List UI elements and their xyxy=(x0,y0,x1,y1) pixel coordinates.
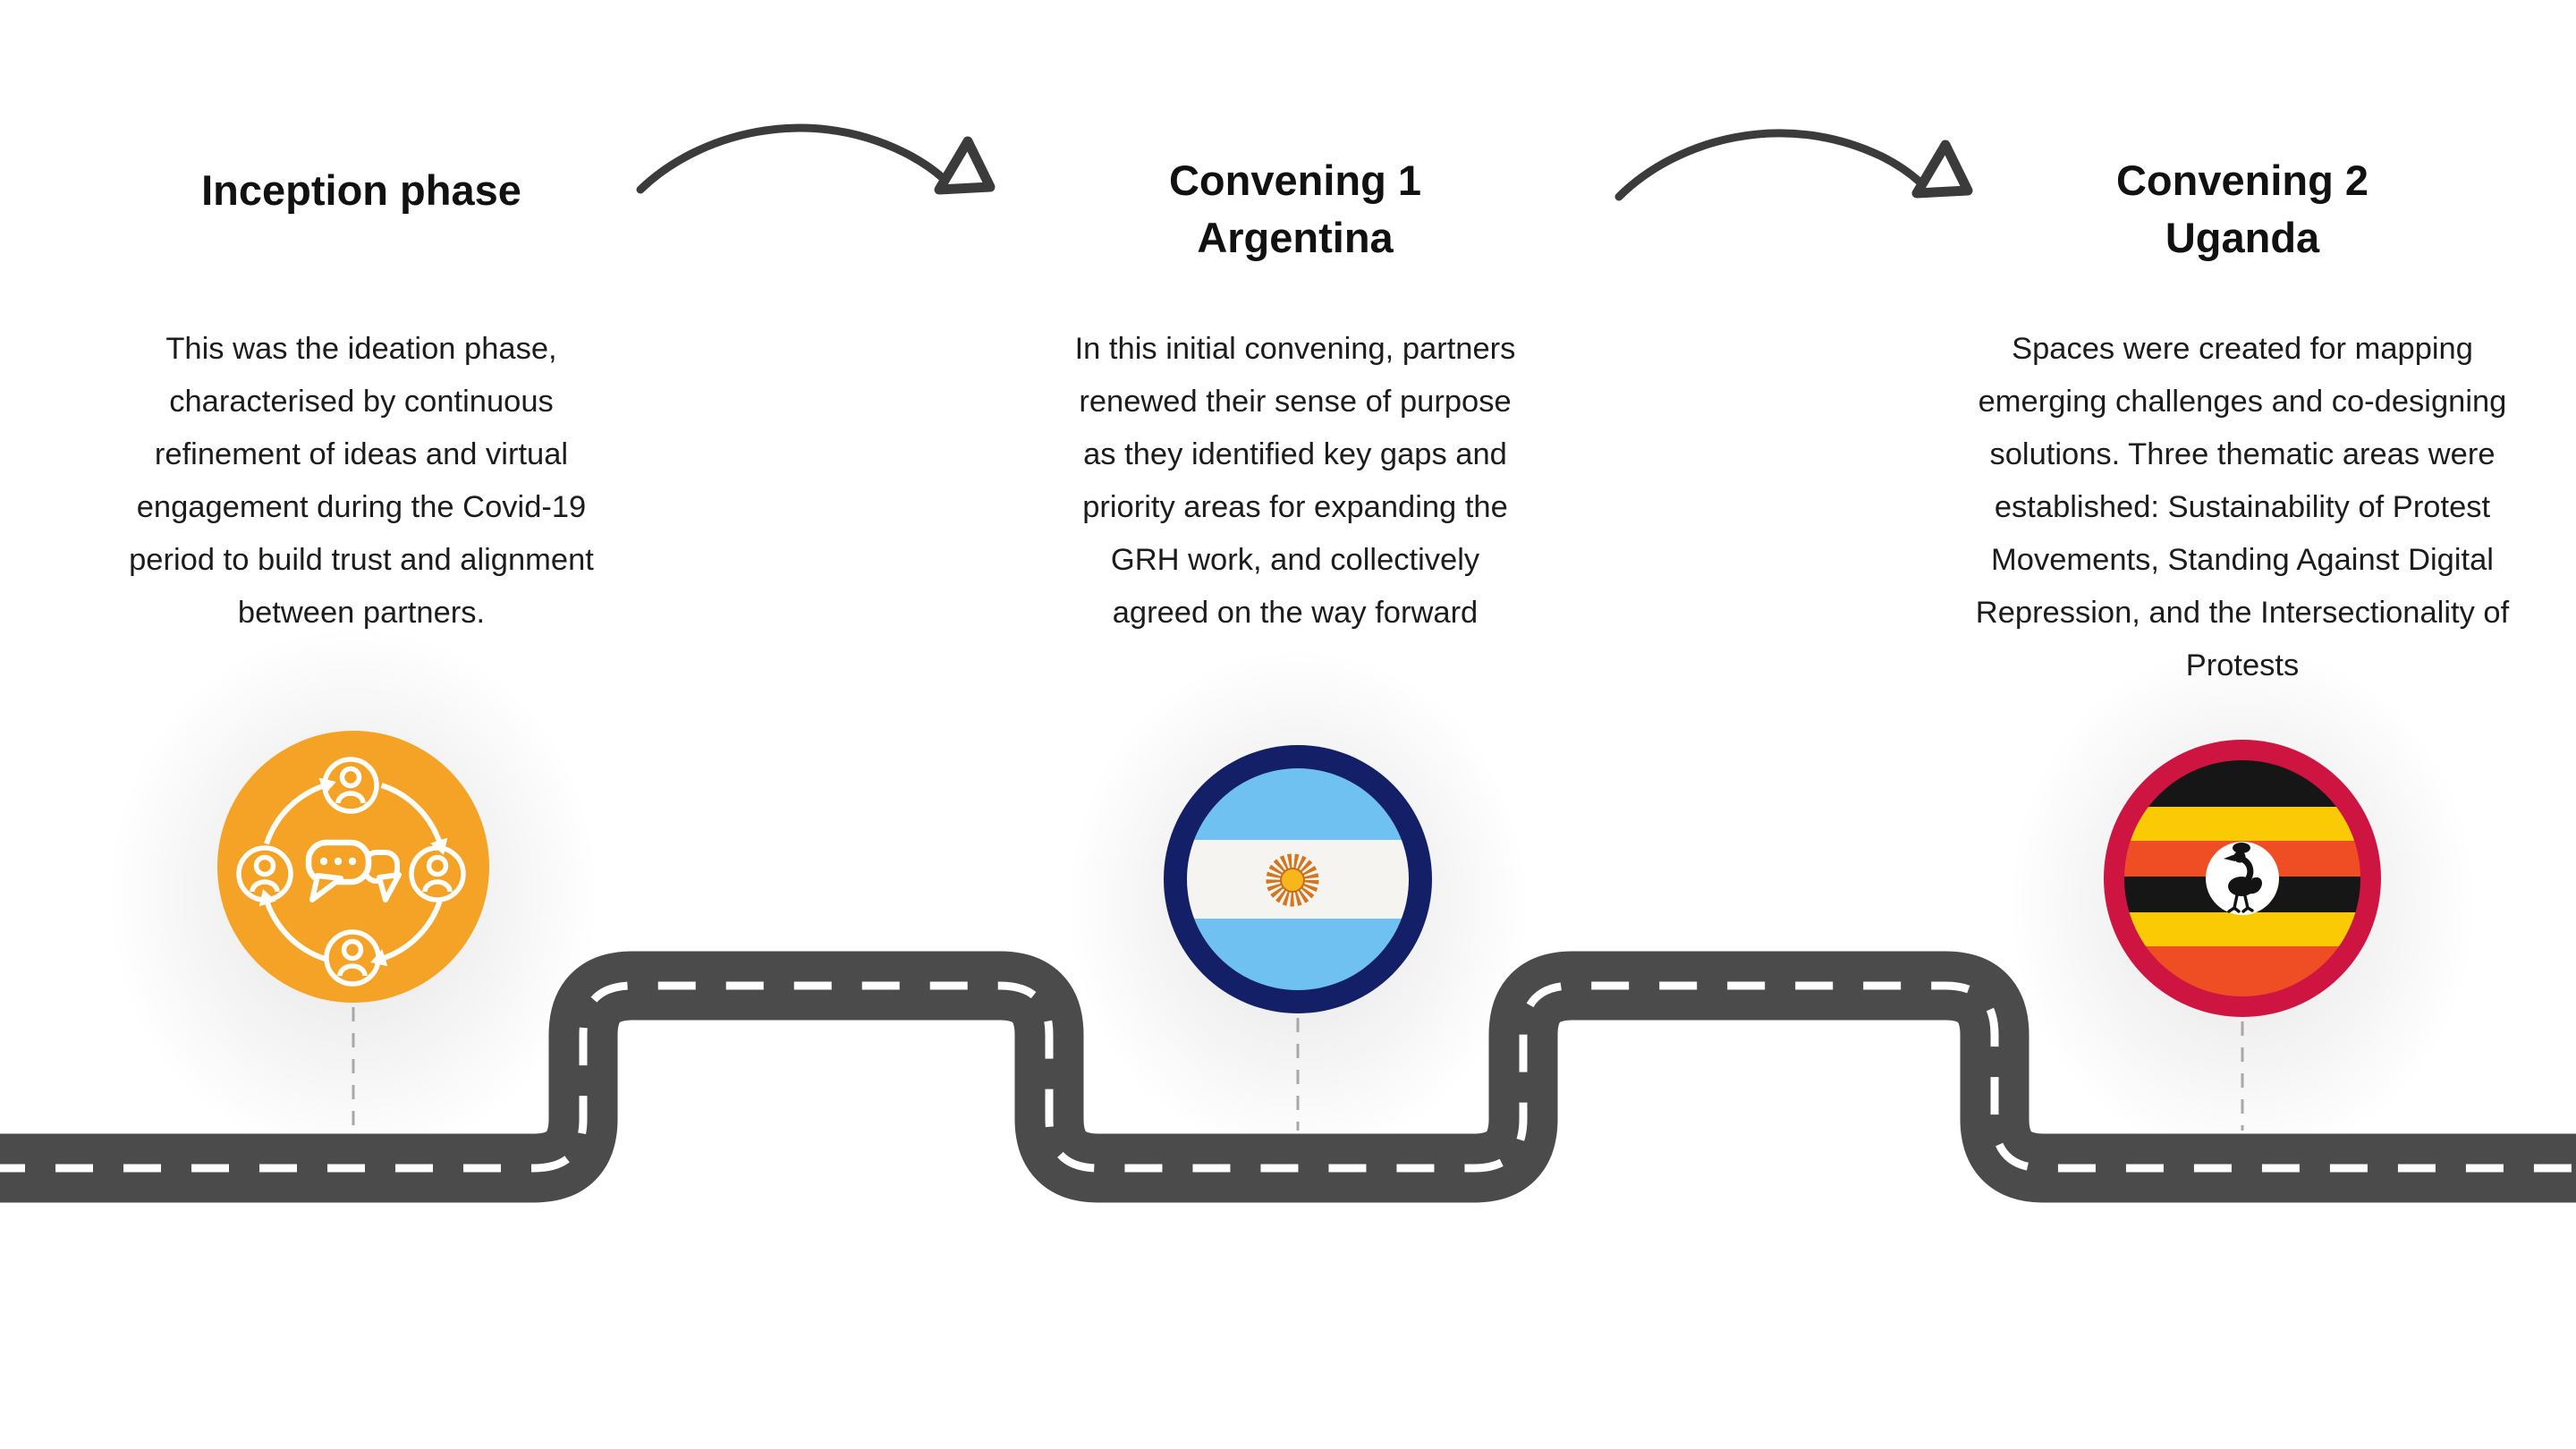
sun-of-may-icon xyxy=(1266,853,1319,907)
arrow-1 xyxy=(636,123,996,195)
flag-stripe xyxy=(2124,807,2360,841)
chat-dots xyxy=(319,857,357,866)
arrow-2-curve xyxy=(1614,129,1925,201)
arrow-1-curve xyxy=(636,123,947,194)
crested-crane-icon xyxy=(2224,843,2262,913)
road-centerline xyxy=(0,981,2576,1173)
arrow-2 xyxy=(1614,129,1973,201)
phase-description-inception: This was the ideation phase, characteris… xyxy=(129,332,594,630)
phase-title-convening-2: Convening 2 Uganda xyxy=(2115,157,2369,261)
arrow-2-head xyxy=(1911,140,1973,199)
road xyxy=(0,951,2576,1203)
uganda-flag-icon xyxy=(2104,740,2381,1017)
collaboration-cycle-icon xyxy=(217,731,489,1003)
phase-title-convening-1: Convening 1 Argentina xyxy=(1168,157,1422,261)
argentina-flag xyxy=(1187,768,1409,990)
cycle-arrowheads xyxy=(258,777,448,967)
phase-description-convening-1: In this initial convening, partners rene… xyxy=(1074,332,1516,630)
flag-stripe xyxy=(2124,912,2360,946)
phase-description-convening-2: Spaces were created for mapping emerging… xyxy=(1975,332,2510,682)
chat-bubbles-icon xyxy=(305,839,402,902)
uganda-flag xyxy=(2124,760,2360,996)
phase-title-inception: Inception phase xyxy=(201,166,521,214)
arrow-1-head xyxy=(934,136,996,195)
argentina-flag-icon xyxy=(1164,745,1432,1013)
